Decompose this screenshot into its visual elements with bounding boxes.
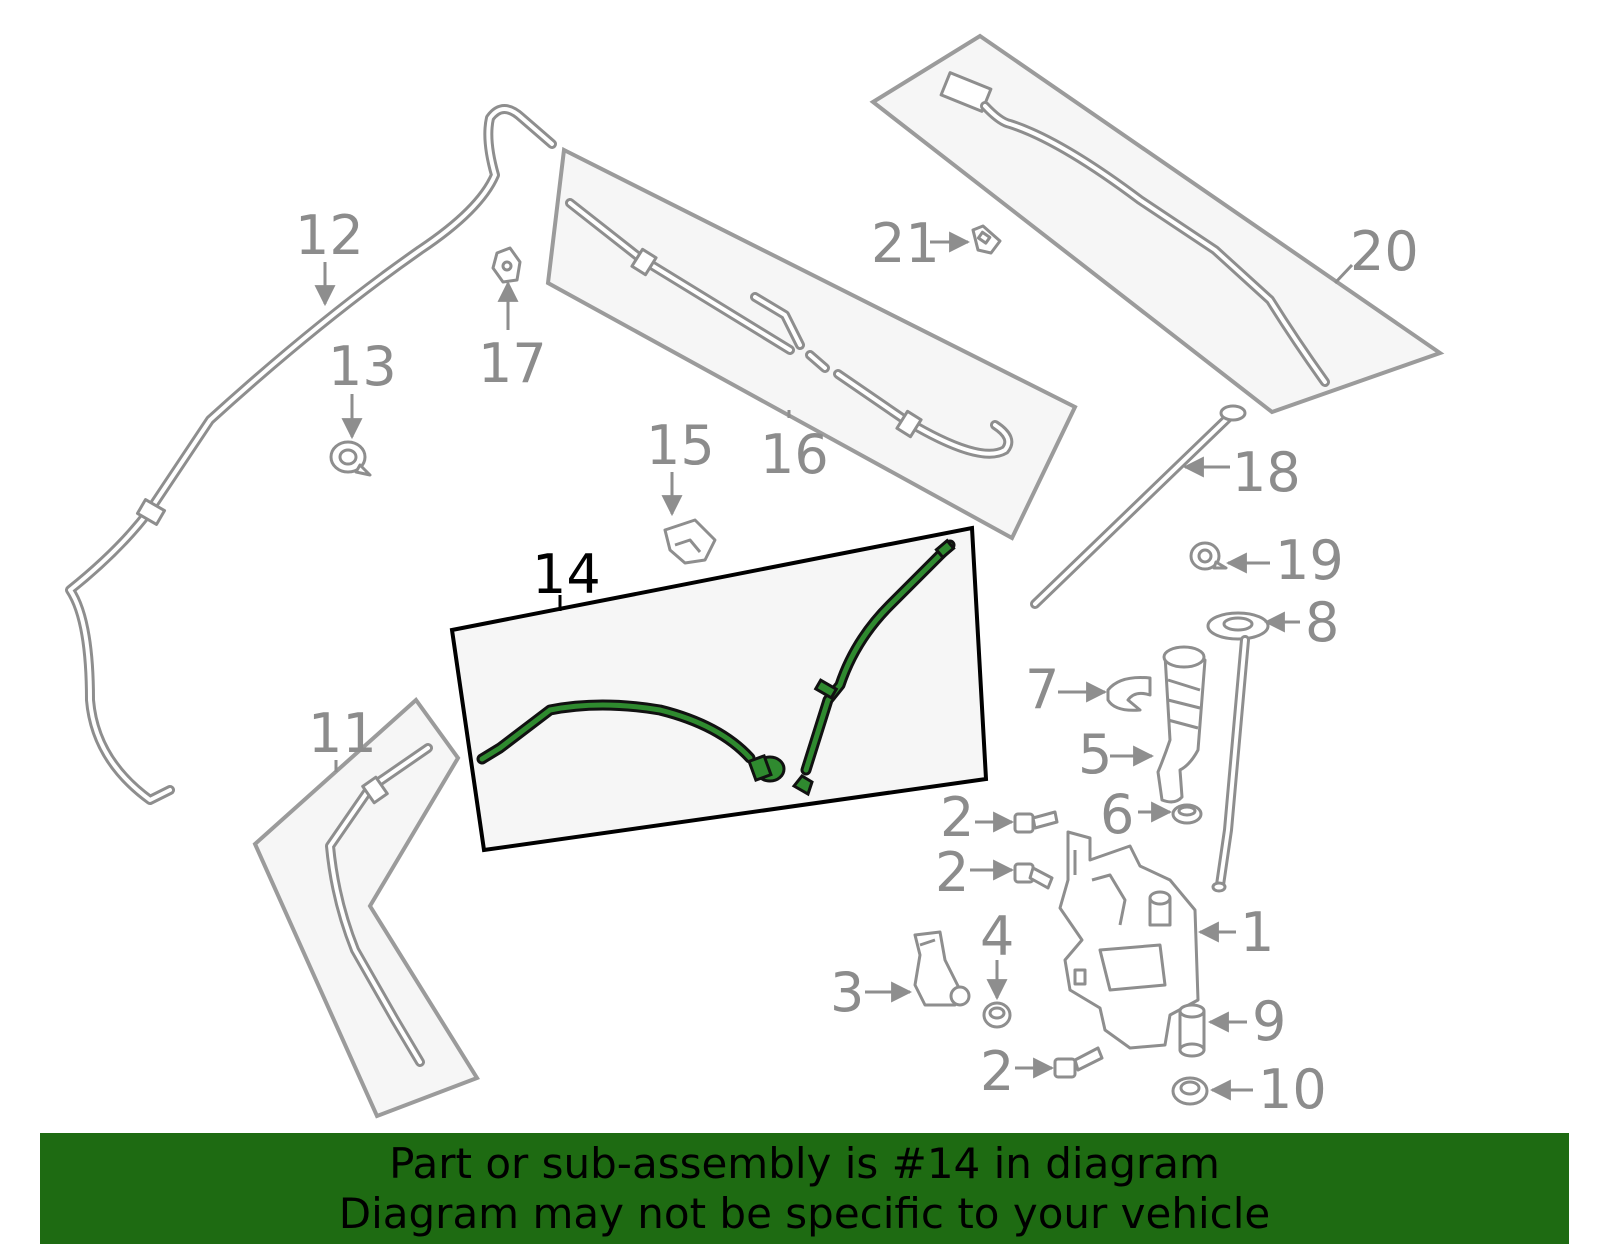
part-15-connector[interactable]: [663, 518, 717, 565]
part-11-panel: [252, 697, 480, 1119]
part-8-cap[interactable]: [1206, 611, 1270, 893]
label-5: 5: [1078, 723, 1112, 786]
part-13-clip[interactable]: [329, 440, 372, 477]
part-19-clip[interactable]: [1189, 541, 1228, 571]
label-21: 21: [871, 212, 940, 275]
label-13: 13: [328, 335, 397, 398]
label-9: 9: [1252, 990, 1286, 1053]
label-2c: 2: [980, 1040, 1014, 1103]
label-1: 1: [1240, 901, 1274, 964]
part-6-seal[interactable]: [1171, 803, 1203, 825]
label-7: 7: [1025, 658, 1059, 721]
part-18-rod[interactable]: [1030, 404, 1247, 609]
part-11-hose[interactable]: [325, 743, 433, 1067]
label-2b: 2: [935, 841, 969, 904]
part-1-reservoir[interactable]: [1058, 830, 1200, 1050]
label-14: 14: [532, 543, 601, 606]
part-2-bolt-c[interactable]: [1053, 1046, 1104, 1079]
banner-line-2: Diagram may not be specific to your vehi…: [338, 1188, 1271, 1238]
label-3: 3: [830, 961, 864, 1024]
part-12-hose[interactable]: [65, 104, 557, 805]
part-16-hose[interactable]: [565, 198, 1014, 459]
part-14-washer-hose[interactable]: [476, 538, 956, 797]
banner-line-1: Part or sub-assembly is #14 in diagram: [389, 1138, 1220, 1188]
part-17-clip[interactable]: [491, 246, 522, 284]
label-4: 4: [980, 905, 1014, 968]
label-19: 19: [1275, 529, 1344, 592]
part-2-bolt-b[interactable]: [1013, 862, 1054, 890]
label-8: 8: [1305, 591, 1339, 654]
part-21-clip[interactable]: [971, 224, 1002, 255]
pointer-20: [1333, 263, 1354, 285]
part-10-grommet[interactable]: [1171, 1076, 1209, 1106]
part-4-grommet[interactable]: [982, 1001, 1012, 1029]
label-6: 6: [1100, 783, 1134, 846]
label-16: 16: [760, 423, 829, 486]
part-7-clip[interactable]: [1106, 676, 1152, 712]
label-2a: 2: [940, 786, 974, 849]
label-11: 11: [308, 702, 377, 765]
part-2-bolt-a[interactable]: [1013, 810, 1059, 834]
part-5-filler-neck[interactable]: [1156, 645, 1207, 804]
label-20: 20: [1350, 220, 1419, 283]
label-17: 17: [478, 332, 547, 395]
part-14-panel: [449, 525, 989, 853]
part-20-hose[interactable]: [939, 71, 1330, 387]
info-banner: Part or sub-assembly is #14 in diagram D…: [40, 1133, 1569, 1244]
part-3-pump[interactable]: [913, 930, 971, 1007]
label-15: 15: [646, 414, 715, 477]
part-9-sensor[interactable]: [1178, 1003, 1206, 1058]
label-10: 10: [1258, 1058, 1327, 1121]
label-18: 18: [1232, 441, 1301, 504]
label-12: 12: [295, 204, 364, 267]
